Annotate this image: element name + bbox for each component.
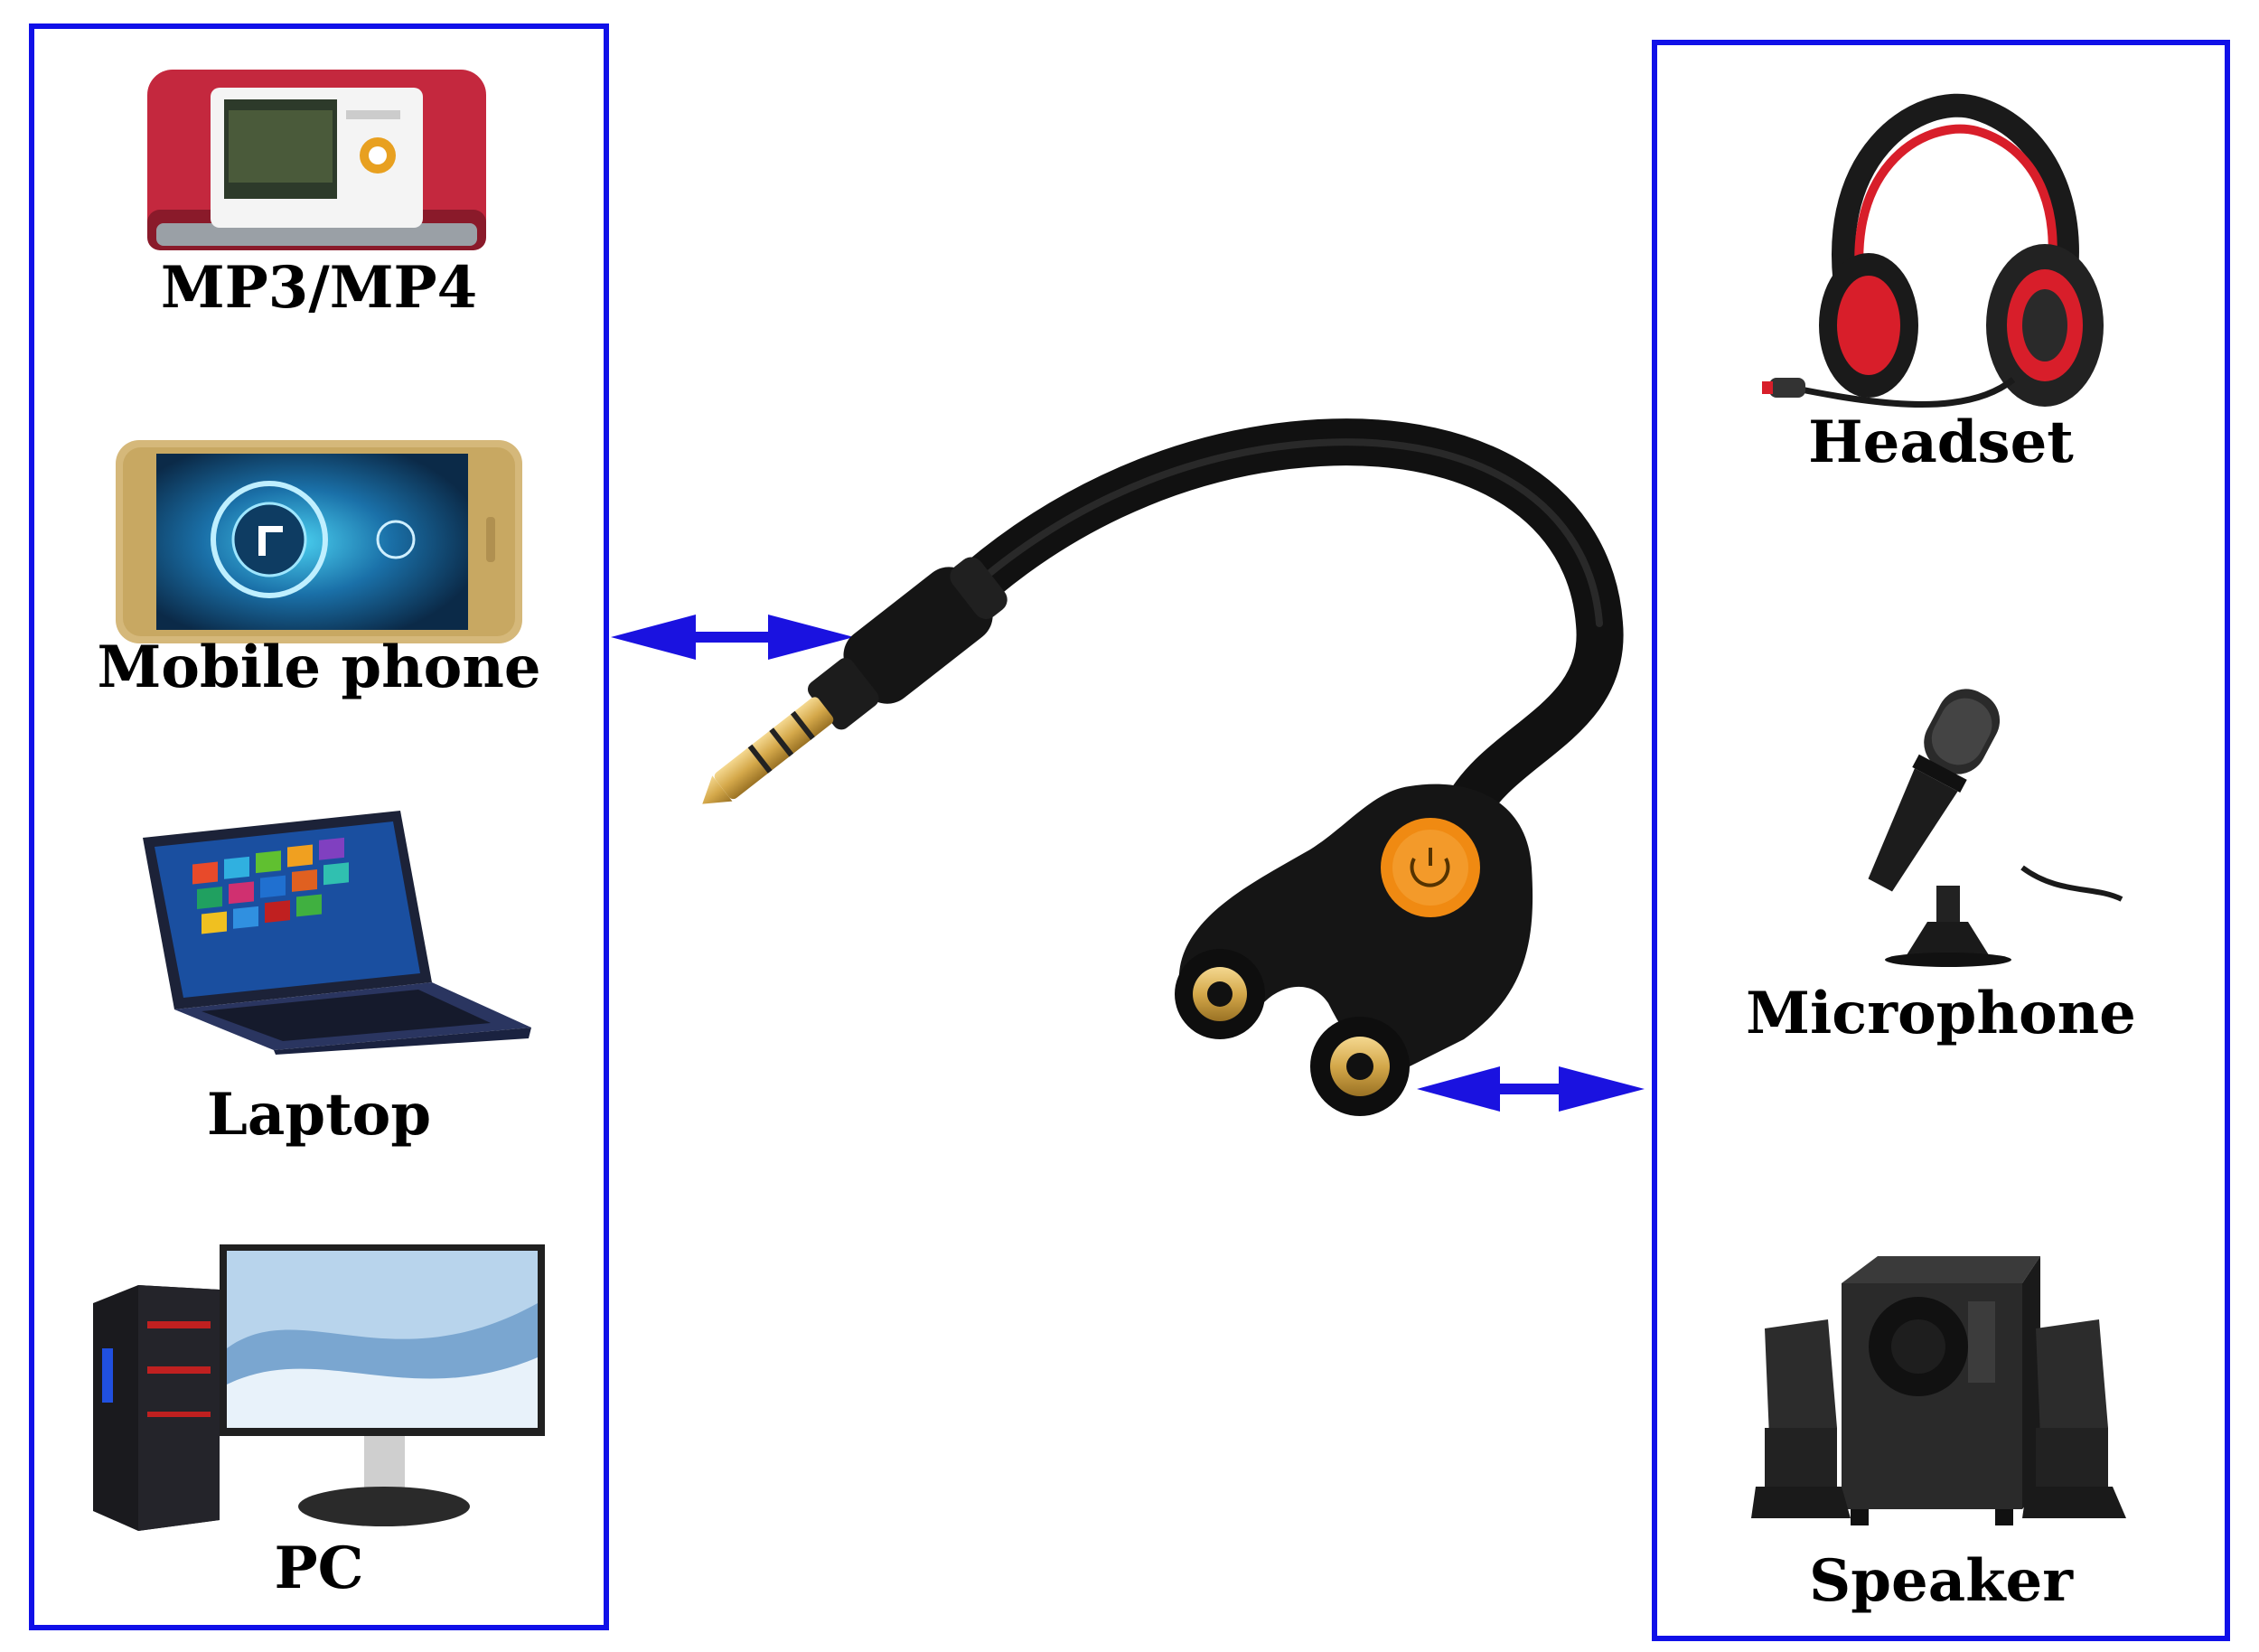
device-label-laptop: Laptop <box>206 1081 432 1149</box>
audio-splitter-cable-icon <box>702 418 1624 1116</box>
device-label-mp3: MP3/MP4 <box>160 254 478 322</box>
device-label-speaker: Speaker <box>1809 1547 2073 1615</box>
laptop-icon <box>34 802 604 1055</box>
headset-icon <box>1657 81 2225 425</box>
device-label-phone: Mobile phone <box>97 634 541 701</box>
right-double-arrow <box>1417 1066 1645 1112</box>
microphone-icon <box>1657 660 2225 967</box>
device-label-microphone: Microphone <box>1746 980 2136 1047</box>
smartphone-icon <box>34 431 604 648</box>
source-devices-panel: MP3/MP4 Mobile phone <box>29 23 609 1630</box>
device-label-pc: PC <box>274 1535 364 1602</box>
output-devices-panel: Headset Microphone <box>1652 40 2230 1641</box>
speaker-icon <box>1657 1247 2225 1536</box>
left-double-arrow <box>611 615 854 660</box>
desktop-pc-icon <box>34 1240 604 1538</box>
device-label-headset: Headset <box>1808 408 2074 476</box>
mp3-player-icon <box>34 56 604 264</box>
